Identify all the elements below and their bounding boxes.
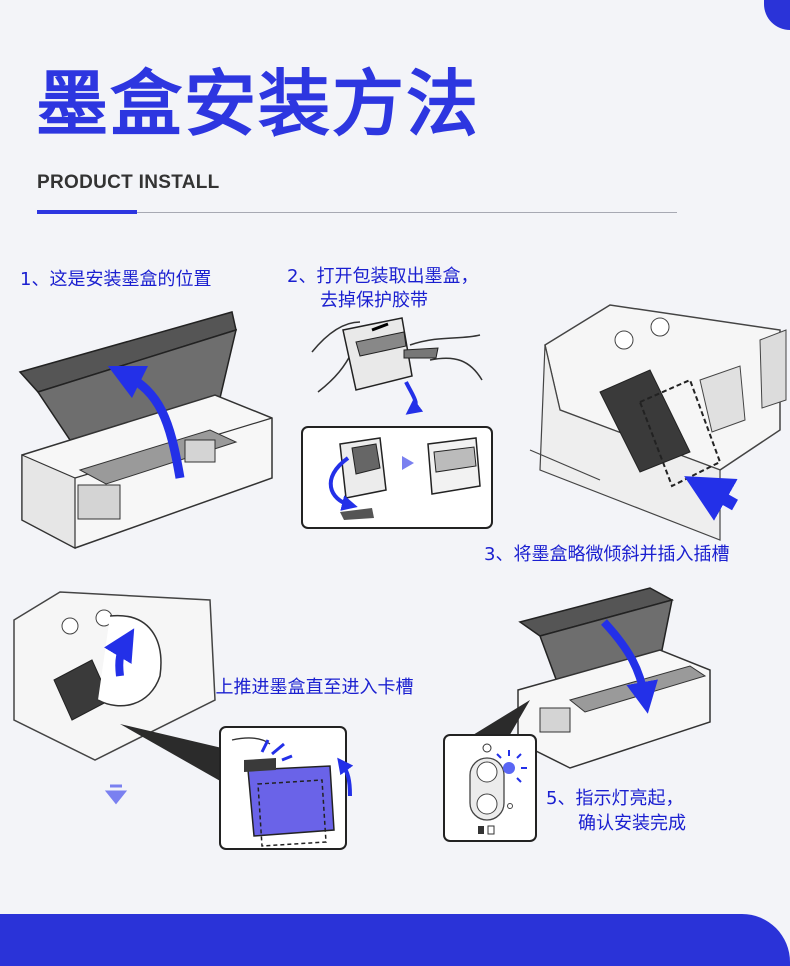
step-5-caption-line2: 确认安装完成: [578, 813, 686, 834]
step-2-caption-line1: 2、打开包装取出墨盒，: [287, 266, 479, 287]
step-4-caption: 4、向上推进墨盒直至进入卡槽: [168, 677, 414, 698]
push-cartridge-illustration: [13, 591, 354, 850]
printer-open-lid-illustration: [18, 311, 273, 549]
step-2-caption-line2: 去掉保护胶带: [320, 290, 428, 311]
step-3-caption: 3、将墨盒略微倾斜并插入插槽: [484, 544, 730, 565]
page-subtitle: PRODUCT INSTALL: [37, 172, 220, 193]
insert-cartridge-illustration: [529, 304, 787, 541]
title-divider-accent: [37, 210, 137, 214]
indicator-light-illustration: [443, 587, 711, 842]
step-1-caption: 1、这是安装墨盒的位置: [20, 269, 212, 290]
step-5-caption-line1: 5、指示灯亮起，: [546, 788, 684, 809]
page-title: 墨盒安装方法: [36, 62, 481, 146]
title-divider: [37, 212, 677, 213]
footer-band: [0, 914, 790, 966]
remove-tape-illustration: [301, 317, 493, 529]
